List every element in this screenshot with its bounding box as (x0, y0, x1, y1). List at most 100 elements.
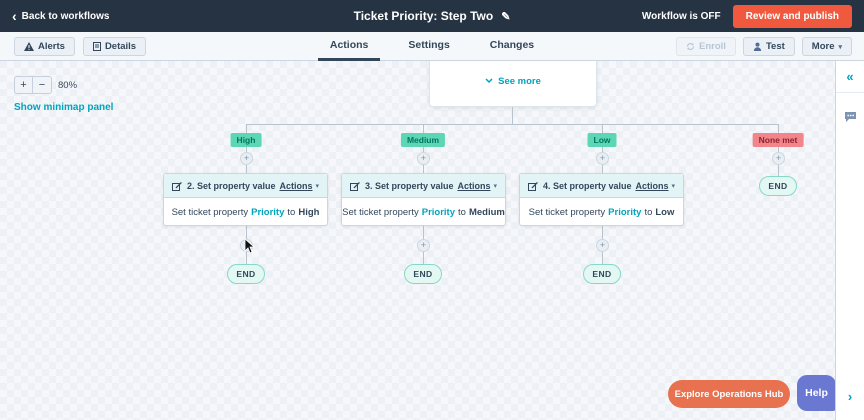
toolbar-left: Alerts Details (14, 37, 147, 56)
branch-label-high: High (230, 133, 262, 147)
tab-actions[interactable]: Actions (317, 32, 381, 61)
end-node: END (583, 264, 621, 284)
zoom-in-button[interactable]: + (14, 76, 33, 94)
connector-line (246, 124, 247, 133)
tab-settings[interactable]: Settings (408, 39, 450, 51)
add-action-button[interactable]: + (417, 152, 430, 165)
body-text: to (644, 206, 653, 218)
right-sidebar: « › (835, 61, 864, 420)
add-action-button[interactable]: + (596, 152, 609, 165)
add-action-button[interactable]: + (240, 152, 253, 165)
alerts-label: Alerts (38, 41, 65, 52)
body-text: Set ticket property (171, 206, 249, 218)
end-node: END (404, 264, 442, 284)
toolbar-right: Enroll Test More ▾ (676, 37, 852, 56)
edit-icon (350, 181, 360, 191)
collapse-panel-icon[interactable]: « (846, 69, 854, 84)
actions-menu-label: Actions (279, 180, 313, 191)
action-card-body: Set ticket property Priority to Medium (342, 198, 505, 226)
sidebar-divider (835, 92, 864, 93)
workflow-title-wrap: Ticket Priority: Step Two ✎ (0, 9, 864, 23)
property-link[interactable]: Priority (421, 206, 455, 218)
add-action-button[interactable]: + (417, 239, 430, 252)
trigger-card[interactable]: See more (429, 61, 597, 107)
see-more-label: See more (498, 75, 541, 87)
chevron-down-icon (485, 78, 493, 84)
connector-line (246, 124, 779, 125)
back-label: Back to workflows (21, 10, 110, 22)
details-label: Details (104, 41, 137, 52)
person-icon (753, 42, 762, 51)
action-card-body: Set ticket property Priority to Low (520, 198, 683, 226)
more-label: More (811, 41, 835, 52)
end-node: END (227, 264, 265, 284)
body-text: to (287, 206, 296, 218)
body-text: to (458, 206, 466, 218)
caret-down-icon: ▾ (493, 182, 497, 190)
action-card-set-property-medium[interactable]: 3. Set property value Actions ▾ Set tick… (341, 173, 506, 226)
body-text: Set ticket property (528, 206, 606, 218)
workflow-canvas[interactable]: + − 80% Show minimap panel See more High… (0, 61, 864, 420)
connector-line (423, 124, 424, 133)
zoom-out-button[interactable]: − (33, 76, 52, 94)
property-link[interactable]: Priority (251, 206, 285, 218)
help-button[interactable]: Help (797, 375, 836, 411)
card-actions-menu[interactable]: Actions ▾ (457, 181, 497, 191)
tab-changes[interactable]: Changes (489, 39, 535, 51)
explore-operations-hub-button[interactable]: Explore Operations Hub (668, 380, 790, 408)
action-card-set-property-high[interactable]: 2. Set property value Actions ▾ Set tick… (163, 173, 328, 226)
workflow-status-label: Workflow is OFF (641, 10, 721, 22)
enroll-button[interactable]: Enroll (676, 37, 736, 56)
topbar-right: Workflow is OFF Review and publish (641, 4, 852, 28)
add-action-button[interactable]: + (240, 239, 253, 252)
caret-down-icon: ▾ (671, 182, 675, 190)
zoom-controls: + − (14, 76, 52, 94)
show-minimap-link[interactable]: Show minimap panel (14, 102, 114, 113)
branch-label-none-met: None met (752, 133, 804, 147)
property-value: High (298, 206, 320, 218)
see-more-link[interactable]: See more (485, 76, 541, 87)
enroll-label: Enroll (699, 41, 726, 52)
action-card-set-property-low[interactable]: 4. Set property value Actions ▾ Set tick… (519, 173, 684, 226)
alert-triangle-icon (24, 42, 34, 51)
expand-panel-icon[interactable]: › (847, 389, 853, 404)
test-button[interactable]: Test (742, 37, 795, 56)
test-label: Test (765, 41, 785, 52)
action-card-title: 4. Set property value (543, 180, 632, 191)
zoom-level: 80% (58, 80, 78, 91)
edit-icon (528, 181, 538, 191)
property-value: Low (655, 206, 675, 218)
toolbar: Alerts Details Actions Settings Changes … (0, 32, 864, 61)
caret-down-icon: ▾ (838, 43, 842, 51)
page-title: Ticket Priority: Step Two (353, 9, 494, 23)
details-button[interactable]: Details (82, 37, 147, 56)
action-card-title: 3. Set property value (365, 180, 454, 191)
review-and-publish-button[interactable]: Review and publish (732, 4, 852, 28)
action-card-header: 4. Set property value Actions ▾ (520, 174, 683, 198)
add-action-button[interactable]: + (772, 152, 785, 165)
topbar: ‹ Back to workflows Ticket Priority: Ste… (0, 0, 864, 32)
more-button[interactable]: More ▾ (801, 37, 852, 56)
action-card-body: Set ticket property Priority to High (164, 198, 327, 226)
action-card-title: 2. Set property value (187, 180, 276, 191)
caret-down-icon: ▾ (315, 182, 319, 190)
action-card-header: 2. Set property value Actions ▾ (164, 174, 327, 198)
comments-icon[interactable] (844, 111, 857, 123)
action-card-header: 3. Set property value Actions ▾ (342, 174, 505, 198)
connector-line (512, 107, 513, 124)
alerts-button[interactable]: Alerts (14, 37, 75, 56)
add-action-button[interactable]: + (596, 239, 609, 252)
enroll-cycle-icon (686, 42, 695, 51)
connector-line (602, 124, 603, 133)
chevron-left-icon: ‹ (12, 8, 17, 24)
back-to-workflows-link[interactable]: ‹ Back to workflows (12, 8, 110, 24)
connector-line (778, 124, 779, 133)
card-actions-menu[interactable]: Actions ▾ (635, 181, 675, 191)
property-link[interactable]: Priority (608, 206, 642, 218)
edit-title-icon[interactable]: ✎ (501, 10, 511, 23)
edit-icon (172, 181, 182, 191)
card-actions-menu[interactable]: Actions ▾ (279, 181, 319, 191)
actions-menu-label: Actions (635, 180, 669, 191)
tab-bar: Actions Settings Changes (0, 32, 864, 61)
